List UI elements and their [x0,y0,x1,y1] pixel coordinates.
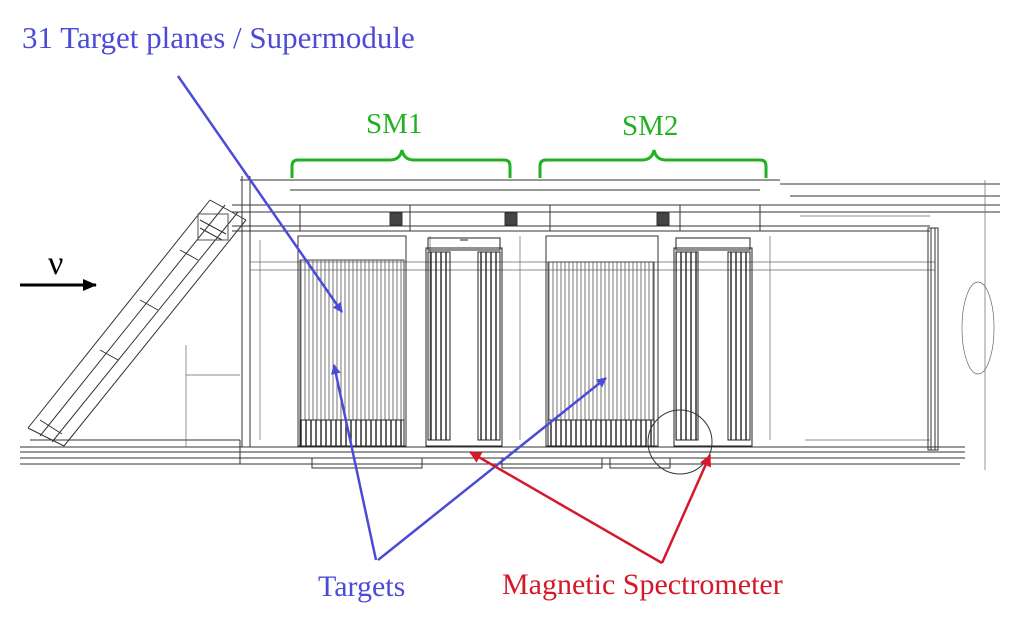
magnet-arrow-sm2 [660,454,712,564]
sm2-magnet [647,237,753,475]
veto-wall [27,199,247,447]
top-beam [232,176,1000,447]
magnet-arrow-sm1 [469,450,663,565]
magnetic-spectrometer-label: Magnetic Spectrometer [502,568,783,601]
sm1-brace [290,149,512,178]
targets-arrow-sm2 [377,377,607,561]
neutrino-symbol: ν [48,245,64,282]
sm1-label: SM1 [366,108,423,140]
sm1-target [297,235,407,447]
planes-arrow [176,75,344,313]
targets-label: Targets [318,570,406,603]
rear-wall [927,227,939,451]
sm2-target [545,235,659,447]
sm1-magnet [425,237,503,447]
sm2-label: SM2 [622,110,679,142]
sm2-brace [538,149,768,178]
targets-arrow-sm1 [331,364,378,561]
planes-annotation: 31 Target planes / Supermodule [22,20,415,55]
